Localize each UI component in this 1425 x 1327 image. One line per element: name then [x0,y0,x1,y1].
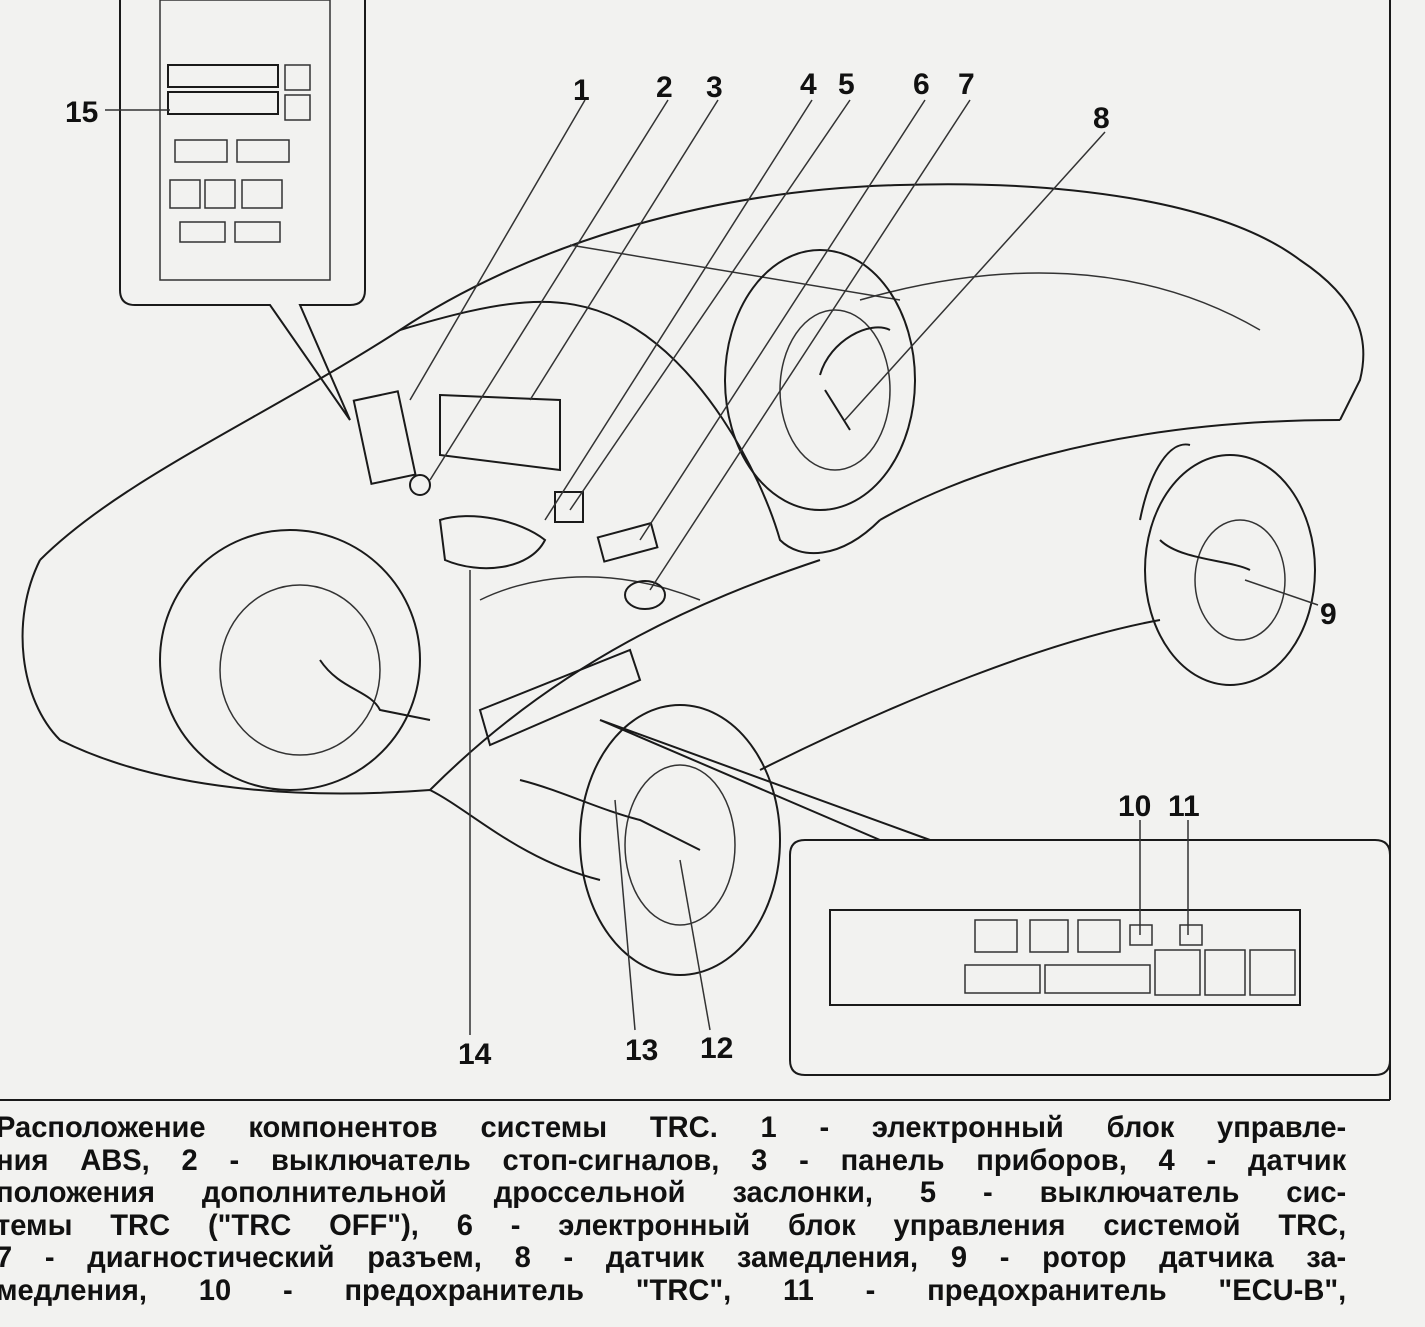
caption-line: медления, 10 - предохранитель "TRC", 11 … [0,1273,1347,1307]
rear-right-wheel [1144,454,1316,686]
callout-14: 14 [458,1038,492,1071]
inset-fuse-box-bottom [599,719,1391,1076]
callout-13: 13 [625,1034,658,1067]
caption-line: темы TRC ("TRC OFF"), 6 - электронный бл… [0,1208,1347,1242]
trc-components-diagram: 1 2 3 4 5 6 7 8 9 10 11 12 13 14 15 [0,0,1391,1101]
callout-4: 4 [800,68,817,101]
callout-9: 9 [1320,598,1337,631]
caption-line: Расположение компонентов системы TRC. 1 … [0,1111,1347,1144]
inset-fuse-box-top [119,0,366,421]
front-right-wheel [579,704,781,976]
caption-line: положения дополнительной дроссельной зас… [0,1176,1347,1209]
callout-10: 10 [1118,790,1151,823]
callout-12: 12 [700,1032,733,1065]
callout-8: 8 [1093,102,1110,135]
callout-5: 5 [838,68,855,101]
caption-line: ния ABS, 2 - выключатель стоп-сигналов, … [0,1143,1347,1177]
callout-7: 7 [958,68,975,101]
callout-2: 2 [656,71,673,104]
callout-15: 15 [65,96,98,129]
callout-6: 6 [913,68,930,101]
callout-1: 1 [573,74,590,107]
callout-11: 11 [1168,790,1200,823]
caption-line: 7 - диагностический разъем, 8 - датчик з… [0,1241,1347,1274]
figure-caption: Расположение компонентов системы TRC. 1 … [0,1111,1388,1307]
front-left-wheel [159,529,421,791]
callout-3: 3 [706,71,723,104]
car-outline [21,183,1365,881]
leader-lines [105,99,1319,1035]
components [319,326,1251,851]
